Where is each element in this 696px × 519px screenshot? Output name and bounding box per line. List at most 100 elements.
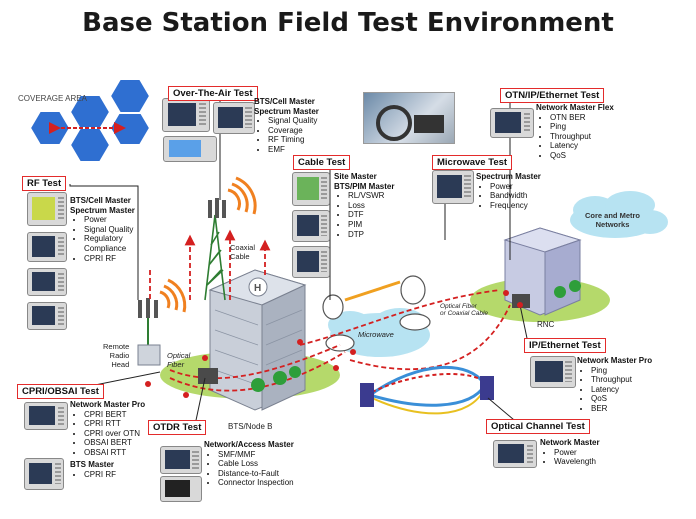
device-image xyxy=(27,268,67,296)
device-image xyxy=(160,446,202,474)
list-item: Power xyxy=(490,182,541,192)
device-image xyxy=(432,170,474,204)
list-item: Bandwidth xyxy=(490,191,541,201)
label-line: Head xyxy=(111,360,130,369)
list-item: Power xyxy=(554,448,600,458)
label-line: Optical Fiber xyxy=(440,303,477,310)
list-item: Frequency xyxy=(490,201,541,211)
block-heading: BTS/Cell Master xyxy=(70,196,131,205)
block-heading: Network/Access Master xyxy=(204,440,294,449)
device-image xyxy=(162,98,210,132)
cable-info: Site Master BTS/PIM Master RL/VSWR Loss … xyxy=(334,172,394,239)
signal-waves-tower xyxy=(227,176,257,215)
device-image xyxy=(24,458,64,490)
rrh-label: Remote Radio Head xyxy=(103,342,129,369)
device-image xyxy=(530,356,576,388)
ota-info: BTS/Cell Master Spectrum Master Signal Q… xyxy=(254,97,319,155)
lattice-tower xyxy=(204,214,226,301)
list-item: RL/VSWR xyxy=(348,191,394,201)
list-item: Power xyxy=(84,215,150,225)
list-item: QoS xyxy=(591,394,652,404)
device-image xyxy=(292,210,330,242)
device-image xyxy=(27,232,67,262)
list-item: Latency xyxy=(550,141,614,151)
list-item: QoS xyxy=(550,151,614,161)
list-item: Signal Quality xyxy=(268,116,319,126)
hex-cell xyxy=(108,78,152,114)
device-image xyxy=(27,192,67,226)
otdr-info: Network/Access Master SMF/MMF Cable Loss… xyxy=(204,440,294,488)
list-item: Throughput xyxy=(550,132,614,142)
device-image xyxy=(27,302,67,330)
optical-test-label: Optical Channel Test xyxy=(486,419,590,434)
block-heading: Network Master Flex xyxy=(536,103,614,112)
list-item: Wavelength xyxy=(554,457,600,467)
label-line: Fiber xyxy=(167,360,185,369)
list-item: SMF/MMF xyxy=(218,450,294,460)
otn-info: Network Master Flex OTN BER Ping Through… xyxy=(536,103,614,161)
list-item: Latency xyxy=(591,385,652,395)
trees xyxy=(251,280,581,392)
label-line: Cable xyxy=(230,252,250,261)
list-item: Throughput xyxy=(591,375,652,385)
list-item: PIM xyxy=(348,220,394,230)
bts-equipment xyxy=(198,368,218,384)
device-image xyxy=(24,402,68,430)
device-image xyxy=(213,102,255,134)
label-line: or Coaxial Cable xyxy=(440,310,489,317)
list-item: Cable Loss xyxy=(218,459,294,469)
rnc-label: RNC xyxy=(537,320,555,329)
microwave-beam xyxy=(344,280,401,302)
list-item: OTN BER xyxy=(550,113,614,123)
otn-test-label: OTN/IP/Ethernet Test xyxy=(500,88,605,103)
device-image xyxy=(160,476,202,502)
otdr-test-label: OTDR Test xyxy=(148,420,207,435)
list-item: Coverage xyxy=(268,126,319,136)
device-image xyxy=(490,108,534,138)
block-heading: Network Master xyxy=(540,438,600,447)
cable-test-label: Cable Test xyxy=(293,155,351,170)
list-item: CPRI RF xyxy=(84,470,116,480)
list-item: CPRI BERT xyxy=(84,410,145,420)
device-image xyxy=(493,440,537,468)
microwave-info: Spectrum Master Power Bandwidth Frequenc… xyxy=(476,172,541,210)
list-item: Ping xyxy=(591,366,652,376)
block-heading: BTS Master xyxy=(70,460,115,469)
cpri-test-label: CPRI/OBSAI Test xyxy=(17,384,104,399)
block-heading: Network Master Pro xyxy=(577,356,653,365)
ip-info: Network Master Pro Ping Throughput Laten… xyxy=(577,356,652,414)
cpri-info: Network Master Pro CPRI BERT CPRI RTT CP… xyxy=(70,400,145,458)
ota-test-label: Over-The-Air Test xyxy=(168,86,258,101)
page-title: Base Station Field Test Environment xyxy=(82,8,614,38)
optical-loop xyxy=(369,365,487,415)
list-item: Distance-to-Fault xyxy=(218,469,294,479)
block-heading: BTS/PIM Master xyxy=(334,181,395,191)
block-heading: Network Master Pro xyxy=(70,400,146,409)
block-heading: BTS/Cell Master xyxy=(254,97,315,106)
list-item: RF Timing xyxy=(268,135,319,145)
optical-fiber-label: Optical Fiber xyxy=(167,351,190,369)
label-line: Coaxial xyxy=(230,243,256,252)
list-item: BER xyxy=(591,404,652,414)
optical-info: Network Master Power Wavelength xyxy=(540,438,600,467)
block-heading: Site Master xyxy=(334,172,377,181)
rf-test-label: RF Test xyxy=(22,176,67,191)
list-item: OBSAI BERT xyxy=(84,438,145,448)
list-item: EMF xyxy=(268,145,319,155)
device-image xyxy=(292,246,330,278)
block-heading: Spectrum Master xyxy=(254,106,319,116)
label-line: Core and Metro xyxy=(585,211,641,220)
label-line: Networks xyxy=(595,220,630,229)
coaxial-cable-label: Coaxial Cable xyxy=(230,243,255,261)
core-network-label: Core and Metro Networks xyxy=(585,211,640,229)
label-line: Radio xyxy=(109,351,130,360)
rnc-equipment xyxy=(512,294,530,308)
microwave-test-label: Microwave Test xyxy=(432,155,513,170)
device-image xyxy=(163,136,217,162)
bts-master-info: BTS Master CPRI RF xyxy=(70,460,116,479)
ip-test-label: IP/Ethernet Test xyxy=(524,338,606,353)
svg-text:H: H xyxy=(254,283,261,294)
block-heading: Spectrum Master xyxy=(70,205,135,215)
